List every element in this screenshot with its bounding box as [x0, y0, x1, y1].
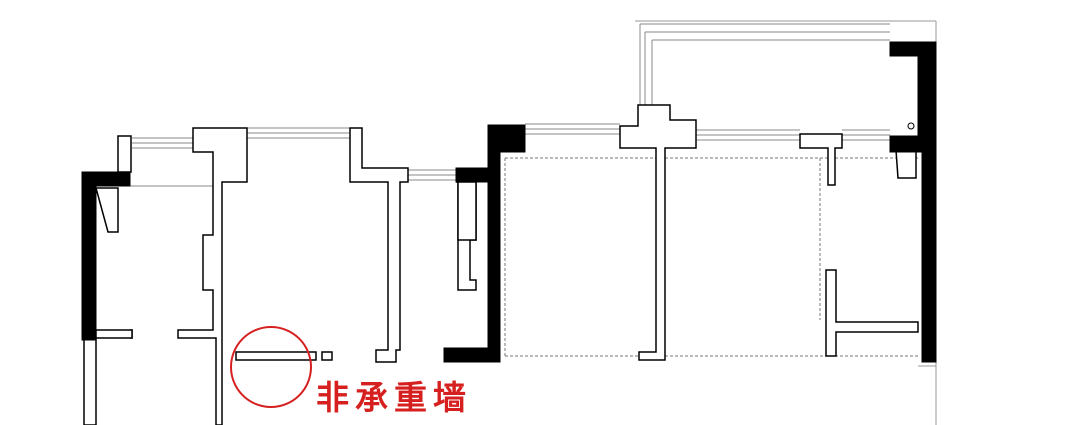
wall-center-left	[177, 127, 248, 425]
dashed-outline	[504, 157, 918, 357]
column-marker	[907, 122, 915, 130]
non-load-bearing-wall-segment	[235, 351, 317, 361]
wall-center-right	[349, 127, 409, 363]
door-details	[235, 351, 333, 361]
wall-lower-stub	[83, 337, 97, 425]
wall-bottom-left	[95, 329, 133, 339]
bearing-wall-right-top	[889, 41, 937, 363]
wall-right-T	[799, 133, 843, 186]
wall-right-lower	[825, 269, 919, 357]
wall-right-bay	[895, 149, 917, 179]
wall-left-inner	[95, 187, 119, 233]
bearing-wall-mid	[443, 124, 526, 363]
guide-lines	[635, 20, 937, 425]
wall-window-right	[457, 181, 477, 241]
annotation-label: 非承重墙	[316, 378, 472, 417]
partition-walls	[83, 104, 919, 425]
bearing-wall-left	[81, 171, 131, 341]
window-lines	[130, 23, 890, 187]
wall-left-bay	[117, 135, 132, 173]
wall-pillar-top	[619, 104, 697, 361]
highlight-circle	[230, 326, 312, 408]
load-bearing-walls	[81, 41, 937, 363]
